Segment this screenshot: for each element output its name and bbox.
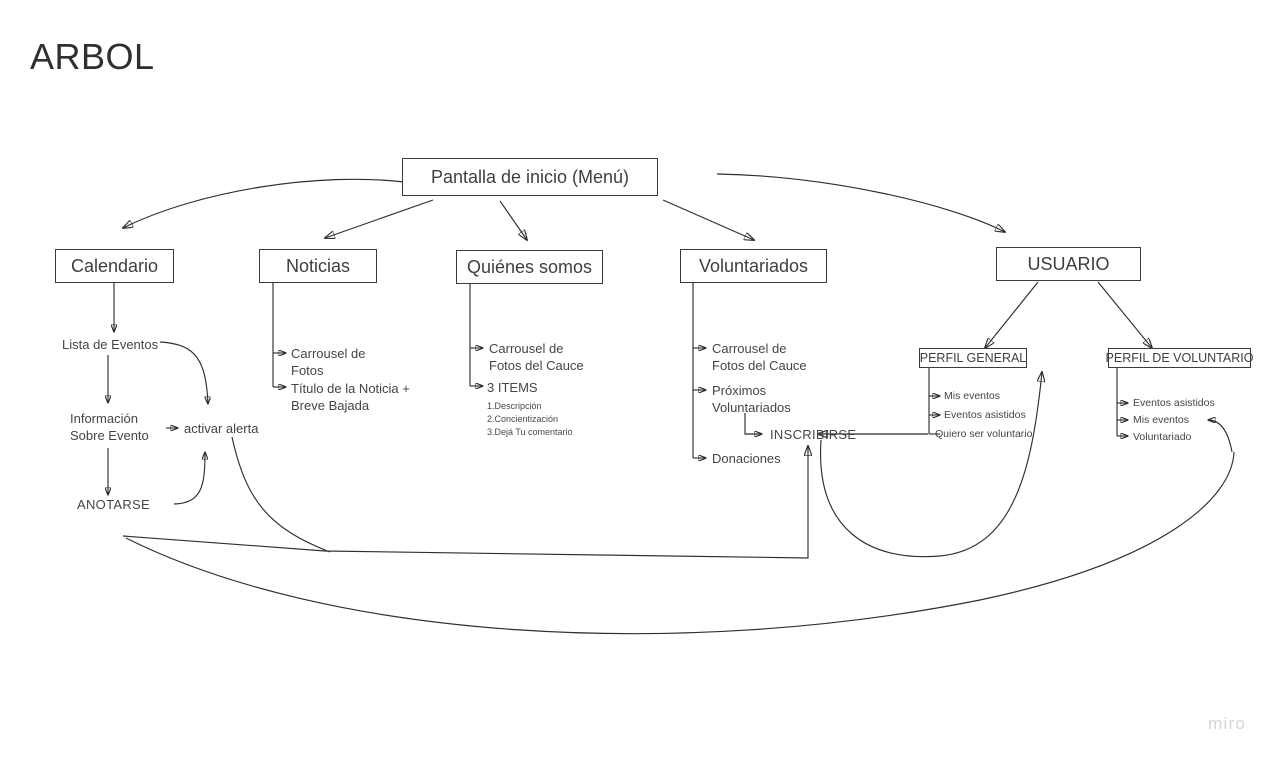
page-title: ARBOL [30, 36, 155, 77]
leaf-anotarse: ANOTARSE [77, 497, 150, 512]
node-usuario[interactable]: USUARIO [996, 247, 1141, 281]
wire-anotarse-inscribirse [122, 446, 808, 559]
node-label: Noticias [285, 255, 351, 276]
node-calendario[interactable]: Calendario [55, 249, 174, 283]
leaf-quienes-3-items: 3 ITEMS [487, 380, 538, 395]
leaf-pv-eventos-asistidos: Eventos asistidos [1133, 397, 1215, 409]
leaf-pg-quiero-ser-voluntario: Quiero ser voluntario [935, 428, 1033, 440]
leaf-pg-mis-eventos: Mis eventos [944, 390, 1001, 402]
leaf-voluntariados-donaciones: Donaciones [712, 451, 781, 466]
wire-alerta-down [231, 436, 331, 553]
node-pantalla-de-inicio[interactable]: Pantalla de inicio (Menú) [402, 158, 658, 196]
leaf-pv-mis-eventos: Mis eventos [1133, 414, 1190, 426]
leaf-inscribirse: INSCRIBIRSE [770, 427, 857, 442]
node-voluntariados[interactable]: Voluntariados [680, 249, 827, 283]
leaf-quienes-carrousel: Carrousel de Fotos del Cauce [489, 341, 584, 373]
wire-usuario-perfil-general [985, 281, 1039, 348]
wire-lista-alerta [159, 341, 208, 404]
node-label: Pantalla de inicio (Menú) [430, 166, 630, 187]
node-noticias[interactable]: Noticias [259, 249, 377, 283]
wire-root-calendario [123, 178, 405, 228]
node-perfil-de-voluntario[interactable]: PERFIL DE VOLUNTARIO [1105, 348, 1254, 368]
leaf-pv-voluntariado: Voluntariado [1133, 431, 1192, 443]
wire-root-usuario [716, 173, 1005, 232]
wire-long-bottom-curve [125, 451, 1235, 635]
node-perfil-general[interactable]: PERFIL GENERAL [919, 348, 1027, 368]
leaf-lista-de-eventos: Lista de Eventos [62, 337, 159, 352]
node-label: Quiénes somos [466, 256, 593, 277]
node-label: PERFIL GENERAL [919, 351, 1027, 365]
node-label: Calendario [70, 255, 159, 276]
wire-root-voluntariados [662, 199, 754, 240]
wire-root-quienes [499, 200, 527, 240]
leaf-noticias-titulo: Título de la Noticia + Breve Bajada [291, 381, 410, 413]
wire-return-mis-eventos [1208, 420, 1233, 453]
leaf-informacion-sobre-evento: Información Sobre Evento [70, 411, 149, 443]
wire-anotarse-alerta [173, 452, 205, 505]
node-label: Voluntariados [698, 255, 809, 276]
wire-usuario-perfil-voluntario [1097, 281, 1152, 348]
leaf-activar-alerta: activar alerta [184, 421, 259, 436]
node-label: USUARIO [1027, 253, 1110, 274]
wire-inscribirse-perfilvoluntario [820, 372, 1042, 558]
node-quienes-somos[interactable]: Quiénes somos [456, 250, 603, 284]
node-label: PERFIL DE VOLUNTARIO [1105, 351, 1254, 365]
leaf-noticias-carrousel: Carrousel de Fotos [291, 346, 366, 378]
leaf-quienes-subitems: 1.Descripción 2.Concientización 3.Dejá T… [487, 401, 573, 437]
wire-proximos-inscribirse [744, 413, 762, 434]
miro-watermark: miro [1208, 714, 1246, 733]
leaf-voluntariados-carrousel: Carrousel de Fotos del Cauce [712, 341, 807, 373]
wire-root-noticias [325, 199, 434, 238]
leaf-voluntariados-proximos: Próximos Voluntariados [712, 383, 791, 415]
leaf-pg-eventos-asistidos: Eventos asistidos [944, 409, 1026, 421]
